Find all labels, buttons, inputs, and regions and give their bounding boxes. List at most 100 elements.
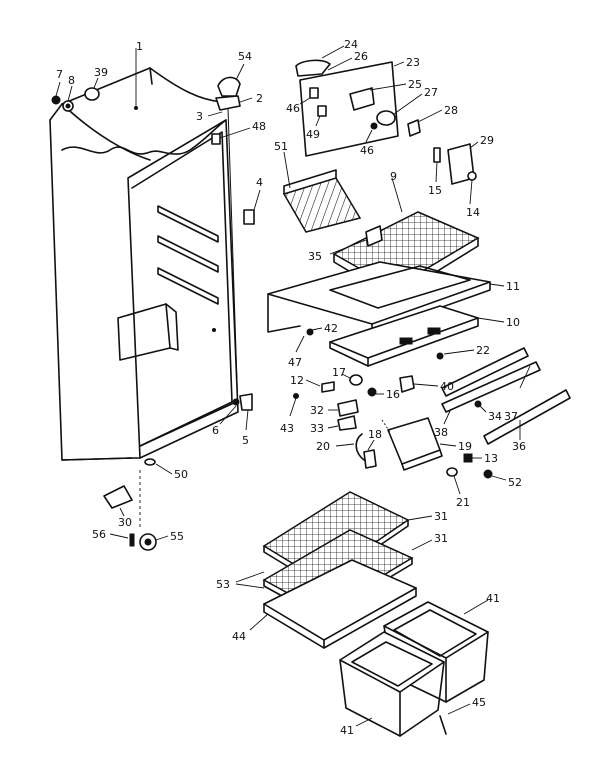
label-28: 28 <box>444 104 458 117</box>
label-3: 3 <box>196 110 203 123</box>
bushing-48 <box>211 127 251 145</box>
drain-trough-19 <box>387 417 457 471</box>
label-48: 48 <box>252 120 266 133</box>
label-24: 24 <box>344 38 358 51</box>
pin-6 <box>219 398 240 425</box>
label-27: 27 <box>424 86 438 99</box>
label-37: 37 <box>504 410 518 423</box>
label-31b: 31 <box>434 532 448 545</box>
damper-15 <box>433 147 441 183</box>
label-7: 7 <box>56 68 63 81</box>
fan-blade-28 <box>407 109 443 137</box>
label-55: 55 <box>170 530 184 543</box>
part-labels: 1 2 3 4 5 6 7 8 9 10 11 12 13 14 15 16 1… <box>56 38 526 737</box>
label-45: 45 <box>472 696 486 709</box>
light-shield-24 <box>295 45 345 77</box>
nut-52 <box>483 469 507 481</box>
label-26: 26 <box>354 50 368 63</box>
label-42: 42 <box>324 322 338 335</box>
label-54: 54 <box>238 50 252 63</box>
label-10: 10 <box>506 316 520 329</box>
damper-17 <box>341 373 363 386</box>
label-17: 17 <box>332 366 346 379</box>
screw-14 <box>467 171 477 205</box>
defrost-heater-18 <box>363 439 377 469</box>
label-23: 23 <box>406 56 420 69</box>
label-38: 38 <box>434 426 448 439</box>
grommet-33 <box>327 415 357 431</box>
label-25: 25 <box>408 78 422 91</box>
hinge-4 <box>243 189 261 225</box>
leader-26 <box>327 57 353 71</box>
label-12: 12 <box>290 374 304 387</box>
label-33: 33 <box>310 422 324 435</box>
label-14: 14 <box>466 206 480 219</box>
label-35: 35 <box>308 250 322 263</box>
washer-21 <box>446 467 461 495</box>
knob-insert-46b <box>365 122 378 143</box>
hinge-cover-54 <box>217 63 245 97</box>
fitting-13 <box>463 453 482 463</box>
label-11: 11 <box>506 280 520 293</box>
rod-45 <box>439 703 471 735</box>
label-41b: 41 <box>340 724 354 737</box>
nut-8 <box>62 85 74 112</box>
label-36: 36 <box>512 440 526 453</box>
label-29: 29 <box>480 134 494 147</box>
label-41a: 41 <box>486 592 500 605</box>
screw-34 <box>474 400 487 413</box>
label-18: 18 <box>368 428 382 441</box>
rail-37 <box>441 361 541 413</box>
bottom-hinge-5 <box>239 393 253 431</box>
label-15: 15 <box>428 184 442 197</box>
wire-rack-51 <box>282 151 362 233</box>
label-22: 22 <box>476 344 490 357</box>
label-49: 49 <box>306 128 320 141</box>
label-1: 1 <box>136 40 143 53</box>
label-32: 32 <box>310 404 324 417</box>
label-39: 39 <box>94 66 108 79</box>
retainer-35 <box>329 225 383 255</box>
connector-16 <box>367 387 384 397</box>
leader-53 <box>235 571 265 589</box>
top-hinge-2 <box>215 95 253 111</box>
label-43: 43 <box>280 422 294 435</box>
label-47: 47 <box>288 356 302 369</box>
label-44: 44 <box>232 630 246 643</box>
leader-3 <box>207 111 223 117</box>
wheel-55 <box>139 533 169 551</box>
label-8: 8 <box>68 74 75 87</box>
thermostat-25 <box>349 83 407 111</box>
label-20: 20 <box>316 440 330 453</box>
label-13: 13 <box>484 452 498 465</box>
label-2: 2 <box>256 92 263 105</box>
label-34: 34 <box>488 410 502 423</box>
light-socket-46a <box>299 87 319 105</box>
label-30: 30 <box>118 516 132 529</box>
clip-22 <box>436 349 475 360</box>
label-52: 52 <box>508 476 522 489</box>
screw-42 <box>306 327 323 336</box>
label-53: 53 <box>216 578 230 591</box>
label-16: 16 <box>386 388 400 401</box>
label-50: 50 <box>174 468 188 481</box>
roller-56 <box>109 533 135 547</box>
cabinet <box>49 67 239 461</box>
dashed-connector <box>381 419 391 433</box>
label-6: 6 <box>212 424 219 437</box>
label-19: 19 <box>458 440 472 453</box>
label-46b: 46 <box>360 144 374 157</box>
evaporator-tray-10 <box>329 305 505 367</box>
screw-43 <box>289 393 299 417</box>
label-31a: 31 <box>434 510 448 523</box>
label-40: 40 <box>440 380 454 393</box>
plug-39 <box>84 77 100 101</box>
label-4: 4 <box>256 176 263 189</box>
crisper-cover-44 <box>249 559 417 649</box>
label-56: 56 <box>92 528 106 541</box>
label-51: 51 <box>274 140 288 153</box>
fan-motor-40 <box>399 375 439 393</box>
label-46a: 46 <box>286 102 300 115</box>
toe-grille-bracket-30 <box>103 485 133 517</box>
